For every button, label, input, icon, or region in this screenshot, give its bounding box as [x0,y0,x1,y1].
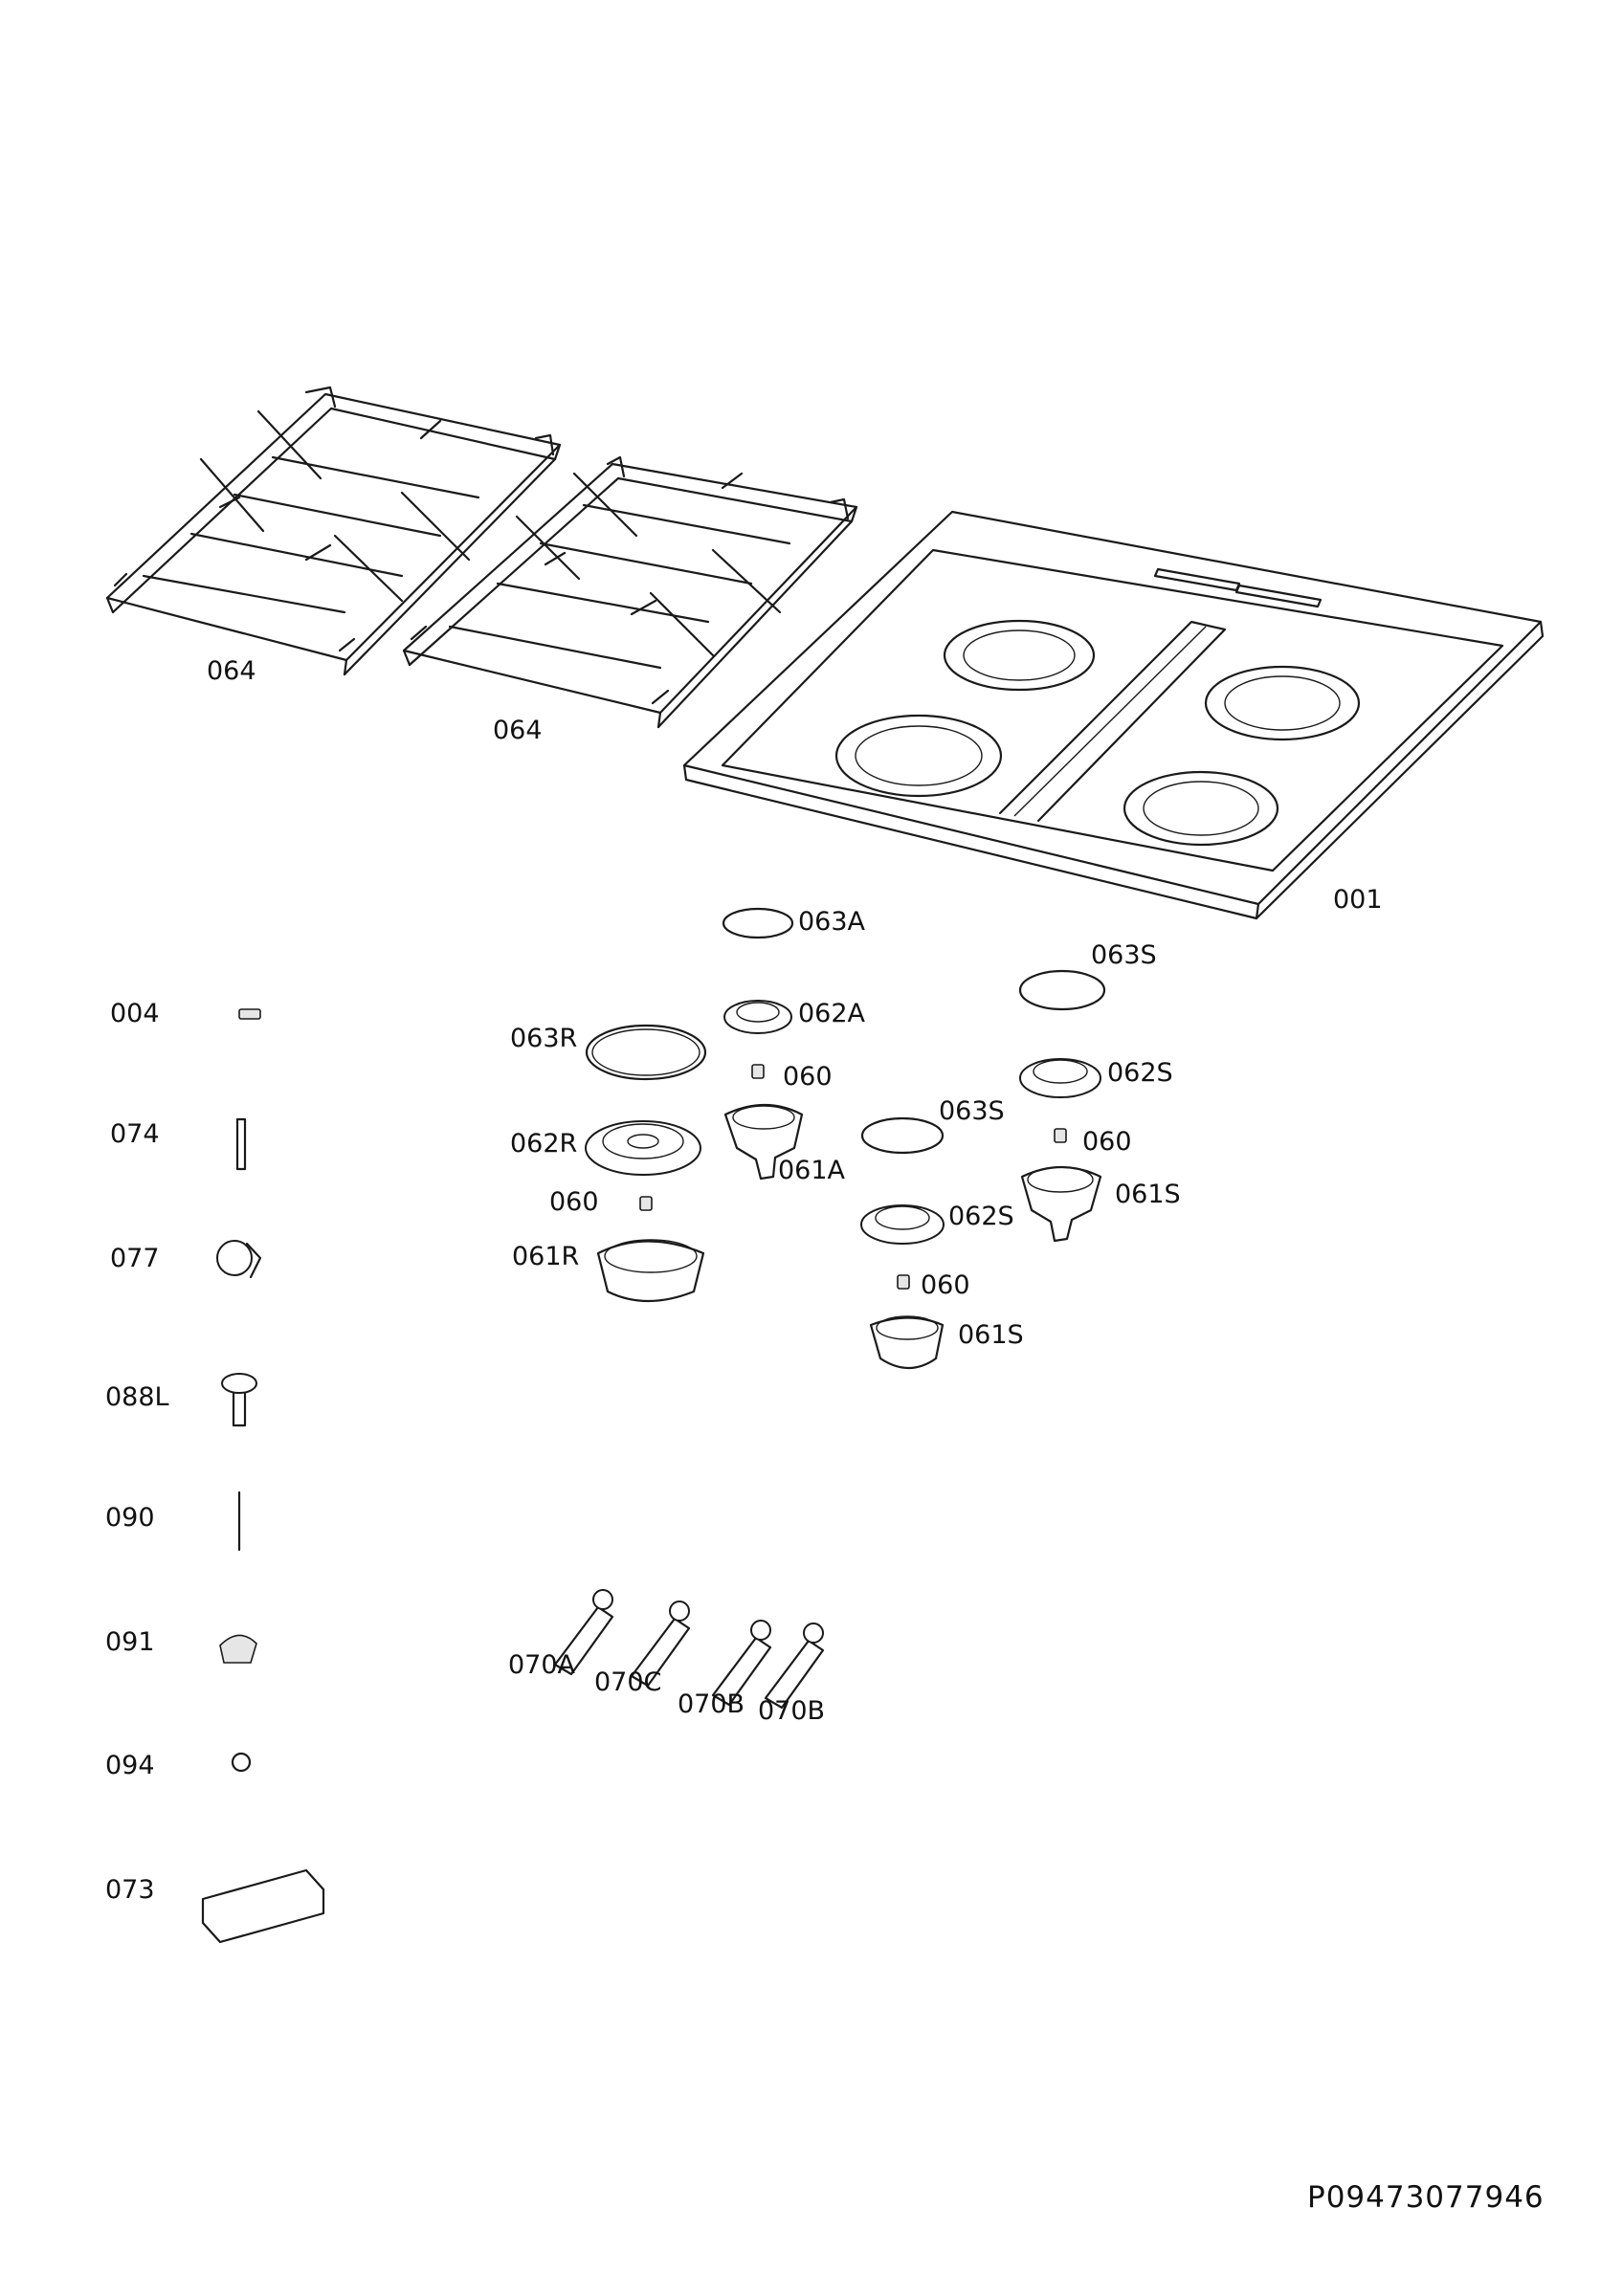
part-label-hob-top: 001 [1333,885,1383,915]
part-label-cap-rapid: 063R [510,1024,578,1053]
part-label-injector-aux: 060 [783,1062,833,1092]
document-id: P09473077946 [1307,2180,1545,2215]
part-label-base-aux: 061A [778,1156,846,1185]
hob-top [682,510,1545,920]
side-label-004: 004 [110,999,160,1028]
part-label-injector-semi-top: 060 [1082,1127,1132,1157]
part-label-injector-semi-mid: 060 [921,1270,970,1300]
part-label-injector-rapid: 060 [549,1187,599,1217]
side-label-091: 091 [105,1627,155,1657]
side-label-088l: 088L [105,1382,169,1412]
part-label-tap-3: 070B [678,1689,745,1719]
side-label-073: 073 [105,1875,155,1905]
pan-support-grid-right [402,455,858,729]
part-label-crown-rapid: 062R [510,1129,578,1159]
gas-taps [553,1589,825,1710]
part-label-base-semi-mid: 061S [958,1320,1024,1350]
part-label-cap-semi-mid: 063S [939,1096,1005,1126]
part-label-tap-4: 070B [758,1696,826,1726]
burner-bases [596,1103,1102,1369]
side-label-074: 074 [110,1119,160,1149]
burner-caps [585,907,1106,1155]
part-label-tap-2: 070C [594,1667,662,1697]
pan-support-grid-left [105,386,562,676]
part-label-cap-aux: 063A [798,907,866,937]
part-label-base-semi-top: 061S [1115,1180,1181,1209]
part-label-grid-right: 064 [493,716,543,745]
part-label-crown-semi-mid: 062S [948,1202,1014,1231]
side-label-094: 094 [105,1751,155,1780]
part-label-crown-aux: 062A [798,999,866,1028]
part-label-crown-semi-top: 062S [1107,1058,1173,1088]
part-label-base-rapid: 061R [512,1242,580,1271]
side-label-077: 077 [110,1244,160,1273]
part-label-tap-1: 070A [508,1650,576,1680]
burner-crowns [585,1000,1101,1245]
injectors [639,1064,1067,1290]
side-label-090: 090 [105,1503,155,1533]
part-label-grid-left: 064 [207,656,256,686]
part-label-cap-semi-top: 063S [1091,940,1157,970]
side-spare-parts [201,1008,325,1944]
